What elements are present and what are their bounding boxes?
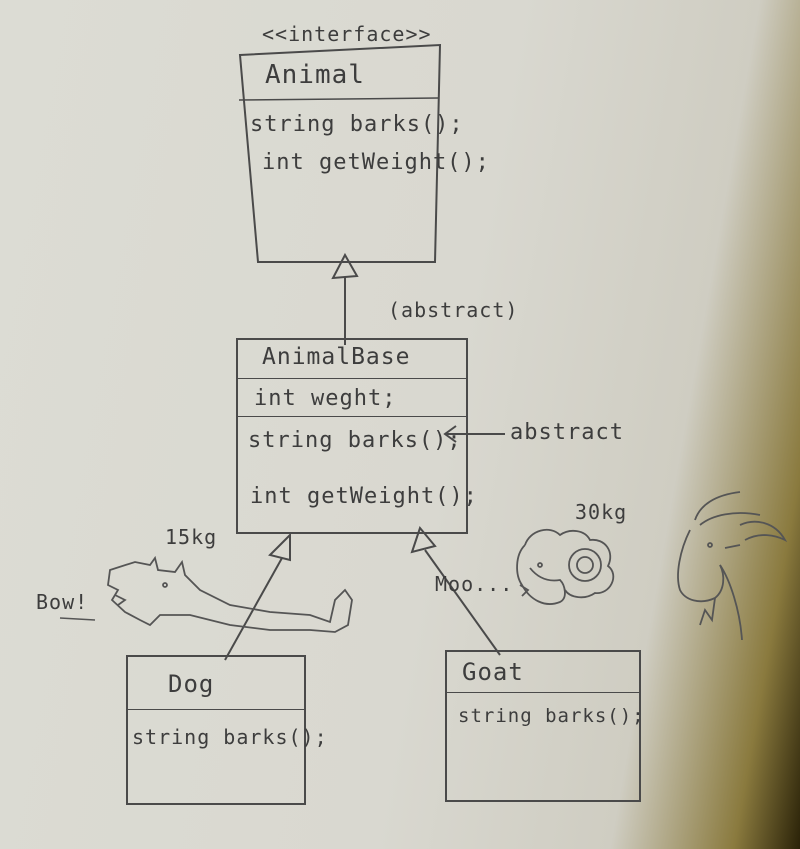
goat-head-sketch [677,491,788,641]
animal-class-name: Animal [265,60,365,90]
inheritance-line-goat-animalbase [424,549,501,656]
sheep-sketch [516,528,615,605]
animal-base-attribute-divider [238,416,466,417]
animal-method-barks: string barks(); [250,112,464,137]
dog-name-divider [128,709,304,710]
animal-base-method-getweight: int getWeight(); [250,484,478,509]
animal-box-outline [238,43,442,263]
animal-base-name-divider [238,378,466,379]
goat-weight-label: 30kg [575,500,628,524]
dog-sound-label: Bow! [36,590,89,614]
inheritance-arrowhead-dog [268,532,291,562]
animal-stereotype: <<interface>> [262,22,432,46]
abstract-annotation: (abstract) [388,298,519,322]
goat-name-divider [447,692,639,693]
animal-base-class-name: AnimalBase [262,344,411,370]
inheritance-arrowhead-goat [410,525,437,554]
dog-class-box [126,655,306,805]
goat-class-name: Goat [462,658,524,686]
goat-class-box [445,650,641,802]
animal-base-attribute-weight: int weght; [254,386,397,411]
animal-base-class-box [236,338,468,534]
dog-sketch [107,555,353,633]
dog-weight-label: 15kg [165,525,218,549]
abstract-note-label: abstract [510,420,624,445]
goat-method-barks: string barks(); [458,705,645,727]
dog-method-barks: string barks(); [132,725,328,749]
animal-base-method-barks: string barks(); [248,428,462,453]
goat-sound-label: Moo... [435,572,514,596]
animal-method-getweight: int getWeight(); [262,150,490,175]
inheritance-arrowhead-animal [331,252,359,280]
animal-header-divider [238,97,439,101]
dog-class-name: Dog [168,670,215,698]
